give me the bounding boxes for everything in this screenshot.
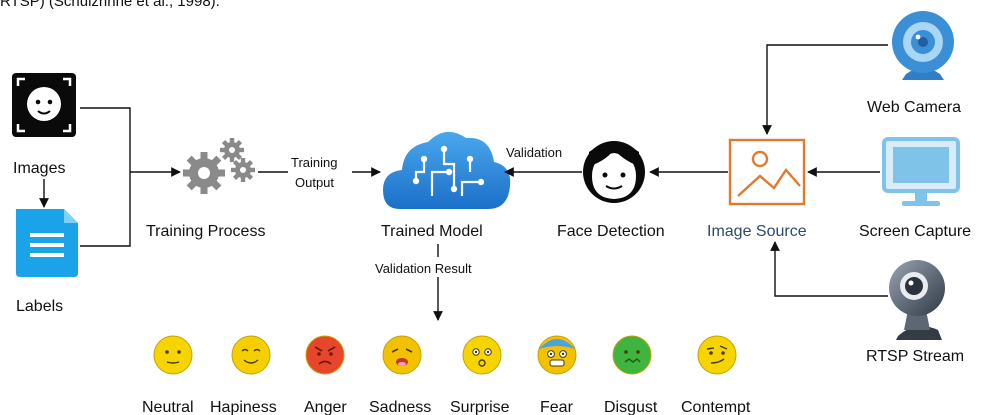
training-output-label-line1: Training: [291, 155, 337, 170]
trained-model-label: Trained Model: [381, 223, 483, 240]
disgust-face-icon: [612, 335, 652, 375]
surprised-face-icon: [462, 335, 502, 375]
rtsp-stream-label: RTSP Stream: [866, 348, 964, 365]
validation-label: Validation: [506, 145, 562, 160]
angry-face-icon: [305, 335, 345, 375]
gears-icon: [183, 138, 255, 194]
cloud-model-icon: [383, 131, 511, 209]
edge-webcam-to-source: [762, 44, 888, 135]
emotion-label-surprised: Surprise: [450, 399, 510, 415]
emotion-label-neutral: Neutral: [142, 399, 194, 415]
contempt-face-icon: [697, 335, 737, 375]
emotion-label-happy: Hapiness: [210, 399, 277, 415]
training-output-label-line2: Output: [295, 175, 334, 190]
edge-images-bracket: [80, 107, 131, 247]
happy-face-icon: [231, 335, 271, 375]
monitor-icon: [882, 137, 960, 206]
images-icon: [12, 73, 76, 137]
rtsp-camera-icon: [889, 260, 945, 340]
validation-result-label: Validation Result: [375, 261, 472, 276]
document-icon: [16, 209, 78, 277]
emotion-label-angry: Anger: [304, 399, 347, 415]
neutral-face-icon: [153, 335, 193, 375]
training-process-label: Training Process: [146, 223, 265, 240]
emotion-label-fear: Fear: [540, 399, 574, 415]
fear-face-icon: [537, 335, 577, 375]
sad-face-icon: [382, 335, 422, 375]
emotion-label-sad: Sadness: [369, 399, 431, 415]
webcam-icon: [892, 11, 954, 80]
web-camera-label: Web Camera: [867, 99, 961, 116]
face-detection-label: Face Detection: [557, 223, 665, 240]
header-fragment-text: RTSP) (Schulzrinne et al., 1998).: [0, 0, 220, 10]
labels-label: Labels: [16, 298, 63, 315]
images-label: Images: [13, 160, 65, 177]
image-source-icon: [728, 138, 806, 206]
emotion-label-contempt: Contempt: [681, 399, 751, 415]
emotion-label-disgust: Disgust: [604, 399, 658, 415]
screen-capture-label: Screen Capture: [859, 223, 971, 240]
edge-rtsp-to-source: [770, 241, 888, 297]
face-detection-icon: [583, 141, 645, 203]
image-source-label: Image Source: [707, 223, 807, 240]
emotion-faces-row: Neutral Hapiness Anger Sadness Surprise Fear D…: [142, 335, 751, 415]
